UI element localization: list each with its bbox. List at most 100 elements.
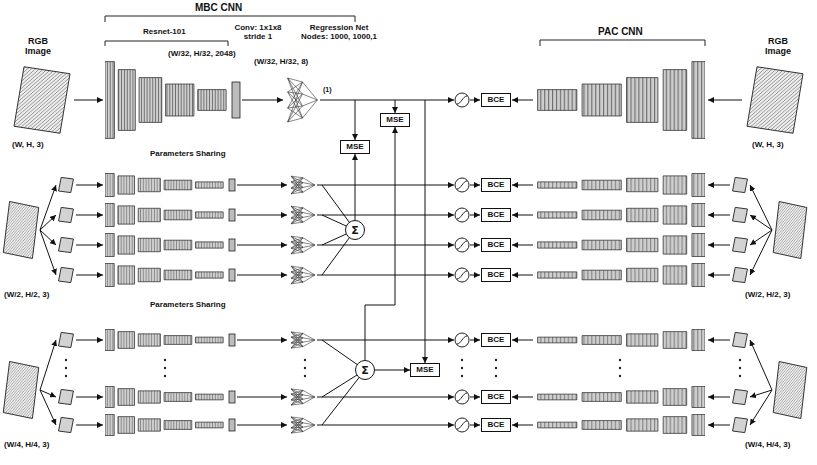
loss-label: BCE xyxy=(488,336,505,344)
sum-circle: Σ xyxy=(345,220,365,240)
input-image xyxy=(733,267,748,282)
dimension-label: (W/4, H/4, 3) xyxy=(745,440,790,449)
regression-net xyxy=(288,78,318,122)
loss-label: BCE xyxy=(488,421,505,429)
arrow-wire xyxy=(708,100,742,101)
arrow-wire xyxy=(40,100,772,425)
sigmoid-symbol xyxy=(455,178,469,192)
connector-arrow xyxy=(355,154,356,220)
sigmoid-symbol xyxy=(455,238,469,252)
arrow-wire xyxy=(317,425,454,426)
arrow-wire xyxy=(40,215,56,230)
ellipsis-dots xyxy=(495,367,497,369)
arrow-wire xyxy=(237,275,287,276)
dimension-label: (W/4, H/4, 3) xyxy=(4,440,49,449)
arrow-wire xyxy=(317,185,454,186)
loss-box: MSE xyxy=(410,363,440,377)
conv-block xyxy=(229,82,240,431)
arrow-wire xyxy=(512,340,533,341)
arrow-wire xyxy=(512,215,533,216)
plain-wire xyxy=(322,185,365,425)
sigmoid-symbol xyxy=(455,390,469,404)
input-image xyxy=(59,417,74,432)
arrow-wire xyxy=(237,340,287,341)
loss-box: MSE xyxy=(380,113,410,127)
ellipsis-dots xyxy=(164,375,166,377)
pac-cnn-blocks xyxy=(538,263,705,286)
dimension-label: (W/2, H/2, 3) xyxy=(745,290,790,299)
regression-net xyxy=(291,266,315,284)
arrow-wire xyxy=(512,100,533,101)
regression-net xyxy=(291,417,315,433)
input-image xyxy=(59,177,74,192)
sigmoid-symbol xyxy=(455,93,469,107)
loss-label: BCE xyxy=(488,181,505,189)
sharing-note: Parameters Sharing xyxy=(150,300,226,309)
input-image xyxy=(773,362,807,419)
arrow-wire xyxy=(470,215,480,216)
loss-label: BCE xyxy=(488,271,505,279)
conv-block xyxy=(229,179,235,191)
dimension-label: (W/2, H/2, 3) xyxy=(4,290,49,299)
ellipsis-dots xyxy=(619,375,621,377)
dimension-label: (W, H, 3) xyxy=(12,140,44,149)
conv-block xyxy=(229,419,235,431)
resnet-blocks xyxy=(105,62,226,139)
regression-net xyxy=(291,389,315,405)
arrow-wire xyxy=(708,425,730,426)
arrow-wire xyxy=(470,185,480,186)
connector-arrow xyxy=(375,370,410,371)
sigmoid-symbol xyxy=(455,418,469,432)
resnet-blocks xyxy=(105,233,223,256)
arrow-wire xyxy=(76,425,103,426)
loss-box: MSE xyxy=(340,140,370,154)
loss-box: BCE xyxy=(481,390,511,404)
input-image xyxy=(733,237,748,252)
arrow-wire xyxy=(40,185,56,230)
loss-box: BCE xyxy=(481,178,511,192)
arrow-wire xyxy=(425,100,426,363)
regression-net xyxy=(291,236,315,254)
bracket xyxy=(540,40,705,46)
resnet-blocks xyxy=(105,203,223,226)
arrow-wire xyxy=(355,100,356,140)
sigmoid-symbol xyxy=(455,268,469,282)
arrow-wire xyxy=(470,275,480,276)
input-image xyxy=(59,237,74,252)
arrow-wire xyxy=(40,230,56,275)
ellipsis-dots xyxy=(164,367,166,369)
arrow-wire xyxy=(708,245,730,246)
block-name: Regression Net Nodes: 1000, 1000,1 xyxy=(296,23,382,41)
regression-net xyxy=(291,176,315,194)
arrow-wire xyxy=(237,215,287,216)
arrow-wire xyxy=(317,397,454,398)
arrow-wire xyxy=(512,245,533,246)
input-image xyxy=(747,67,803,134)
pac-cnn-blocks xyxy=(538,329,705,350)
arrow-wire xyxy=(237,397,287,398)
input-image xyxy=(59,389,74,404)
ellipsis-dots xyxy=(461,367,463,369)
arrow-wire xyxy=(237,185,287,186)
input-image xyxy=(59,332,74,347)
arrow-wire xyxy=(512,275,533,276)
input-label: RGB Image xyxy=(18,36,58,57)
ellipsis-dots xyxy=(739,359,741,361)
ellipsis-dots xyxy=(65,359,741,377)
arrow-wire xyxy=(470,397,480,398)
ellipsis-dots xyxy=(304,359,306,361)
sigmoid-symbol xyxy=(455,208,469,222)
arrow-wire xyxy=(76,245,103,246)
resnet-blocks xyxy=(105,62,226,436)
output-index: (1) xyxy=(323,86,332,94)
arrow-wire xyxy=(317,245,454,246)
regression-net xyxy=(291,332,315,348)
resnet-blocks xyxy=(105,414,223,435)
loss-box: BCE xyxy=(481,238,511,252)
input-image xyxy=(773,202,807,259)
resnet-blocks xyxy=(105,263,223,286)
bracket xyxy=(105,41,228,46)
conv-block xyxy=(229,334,235,346)
input-image xyxy=(14,67,70,134)
